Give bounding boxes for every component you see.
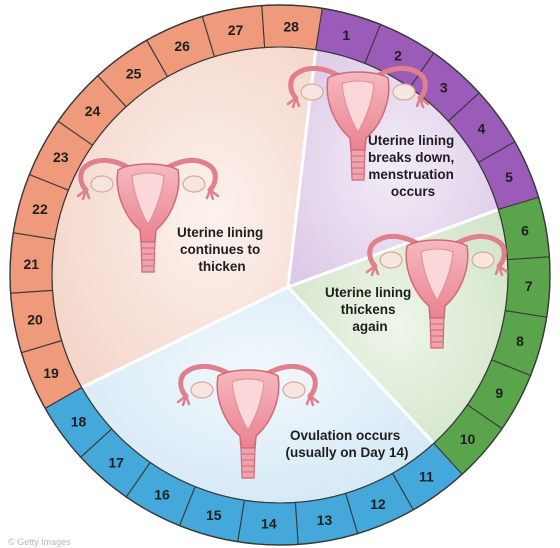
day-label-28: 28: [283, 18, 299, 34]
getty-watermark: © Getty Images: [8, 537, 71, 547]
day-label-25: 25: [126, 66, 142, 82]
day-label-1: 1: [342, 27, 350, 43]
day-label-20: 20: [27, 311, 43, 327]
day-label-18: 18: [71, 413, 87, 429]
day-label-3: 3: [440, 79, 448, 95]
day-label-9: 9: [495, 385, 503, 401]
caption-thickens-again: Uterine lining thickens again: [325, 285, 415, 334]
day-ring: 1234567891011121314151617181920212223242…: [9, 4, 551, 546]
caption-ovulation: Ovulation occurs (usually on Day 14): [285, 428, 408, 460]
day-label-4: 4: [478, 121, 486, 137]
day-label-11: 11: [419, 468, 434, 484]
ring-outer-edge: [9, 4, 551, 546]
day-label-2: 2: [394, 48, 402, 64]
day-label-17: 17: [108, 455, 124, 471]
day-label-13: 13: [317, 512, 333, 528]
day-label-27: 27: [228, 22, 244, 38]
caption-menstruation: Uterine lining breaks down, menstruation…: [368, 133, 458, 199]
day-label-22: 22: [32, 201, 48, 217]
day-label-10: 10: [460, 431, 476, 447]
divider-continues-to-thicken: [81, 285, 289, 389]
day-label-24: 24: [85, 103, 101, 119]
sector-continues-to-thicken: [52, 47, 316, 388]
day-label-16: 16: [154, 486, 170, 502]
day-label-15: 15: [206, 507, 222, 523]
day-label-23: 23: [53, 149, 69, 165]
day-label-12: 12: [370, 496, 386, 512]
day-label-6: 6: [521, 223, 529, 239]
day-label-5: 5: [505, 169, 513, 185]
ring-inner-edge: [51, 46, 509, 504]
day-label-14: 14: [261, 516, 277, 532]
divider-ovulation: [286, 285, 435, 445]
day-label-26: 26: [174, 38, 190, 54]
caption-continues-to-thicken: Uterine lining continues to thicken: [177, 225, 267, 274]
day-label-21: 21: [23, 256, 39, 272]
divider-thickens-again: [287, 208, 499, 289]
day-label-19: 19: [43, 365, 59, 381]
day-label-8: 8: [516, 333, 524, 349]
day-label-7: 7: [525, 278, 533, 294]
